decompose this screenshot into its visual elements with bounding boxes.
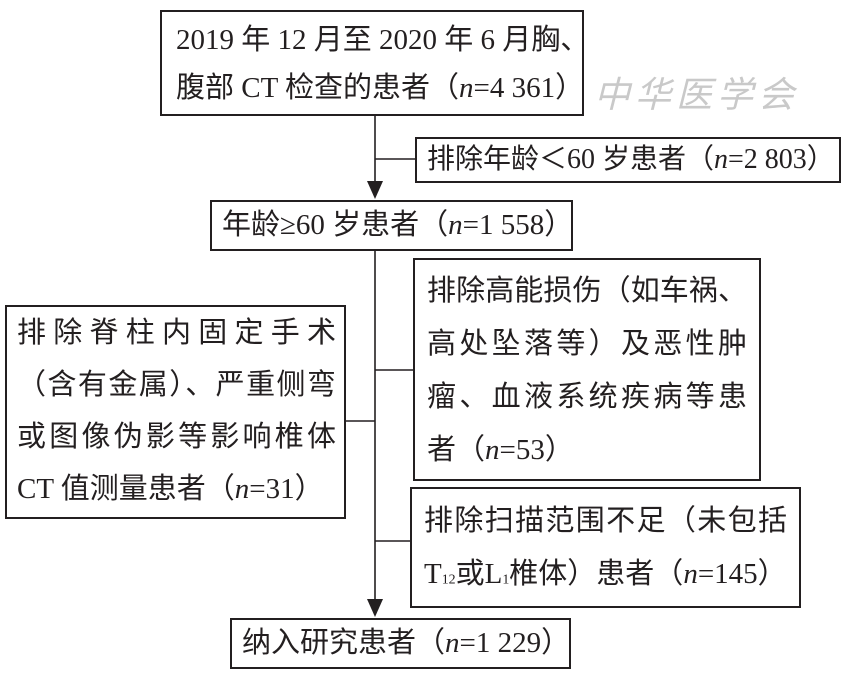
- exclude-fixation-text: CT 值测量患者（: [17, 473, 235, 505]
- exclude-scan-line-1: 排除扫描范围不足（未包括: [424, 505, 787, 537]
- arrow-down-icon: [367, 181, 383, 199]
- start-box-line-1: 2019 年 12 月至 2020 年 6 月胸、: [176, 24, 590, 56]
- vertebra-t-subscript: 12: [441, 572, 456, 588]
- age-60-box: 年龄≥60 岁患者（n=1 558）: [210, 200, 573, 251]
- exclude-trauma-text: 者（: [427, 434, 486, 466]
- sample-size-symbol: n: [485, 434, 500, 466]
- exclude-trauma-count: =53）: [499, 434, 574, 466]
- start-box-count: =4 361）: [473, 72, 585, 104]
- vertebra-t-label: T: [424, 558, 442, 590]
- exclude-trauma-line-2: 高处坠落等）及恶性肿: [427, 328, 747, 360]
- exclude-trauma-line-4: 者（n=53）: [427, 424, 747, 477]
- exclude-fixation-line-3: 或图像伪影等影响椎体: [17, 421, 336, 453]
- arrow-down-icon: [367, 599, 383, 617]
- sample-size-symbol: n: [459, 72, 474, 104]
- included-text: 纳入研究患者（: [242, 627, 446, 659]
- start-box-text: 腹部 CT 检查的患者（: [176, 72, 460, 104]
- exclude-scan-box: 排除扫描范围不足（未包括 T12或L1椎体）患者（n=145）: [410, 487, 801, 608]
- exclude-fixation-line-1: 排除脊柱内固定手术: [17, 317, 336, 349]
- exclude-scan-count: =145）: [697, 558, 787, 590]
- start-box: 2019 年 12 月至 2020 年 6 月胸、 腹部 CT 检查的患者（n=…: [160, 10, 590, 116]
- included-box: 纳入研究患者（n=1 229）: [230, 618, 571, 669]
- exclude-fixation-count: =31）: [249, 473, 324, 505]
- exclude-fixation-line-4: CT 值测量患者（n=31）: [17, 463, 336, 515]
- exclude-fixation-box: 排除脊柱内固定手术 （含有金属）、严重侧弯 或图像伪影等影响椎体 CT 值测量患…: [5, 305, 346, 519]
- included-count: =1 229）: [459, 627, 571, 659]
- exclude-fixation-line-2: （含有金属）、严重侧弯: [17, 369, 336, 401]
- vertebra-l-subscript: 1: [502, 572, 510, 588]
- exclude-scan-line-2: T12或L1椎体）患者（n=145）: [424, 548, 787, 606]
- age-60-text: 年龄≥60 岁患者（: [222, 209, 449, 241]
- sample-size-symbol: n: [234, 473, 250, 505]
- exclude-age-box: 排除年龄＜60 岁患者（n=2 803）: [415, 137, 841, 183]
- sample-size-symbol: n: [445, 627, 460, 659]
- exclude-age-count: =2 803）: [728, 144, 835, 175]
- exclude-scan-text: 椎体）患者（: [509, 558, 684, 590]
- sample-size-symbol: n: [683, 558, 698, 590]
- included-line: 纳入研究患者（n=1 229）: [242, 620, 570, 667]
- start-box-line-2: 腹部 CT 检查的患者（n=4 361）: [176, 64, 584, 112]
- exclude-trauma-box: 排除高能损伤（如车祸、 高处坠落等）及恶性肿 瘤、血液系统疾病等患 者（n=53…: [413, 258, 761, 481]
- age-60-line: 年龄≥60 岁患者（n=1 558）: [222, 202, 573, 249]
- sample-size-symbol: n: [714, 144, 729, 175]
- vertebra-l-label: 或L: [455, 558, 503, 590]
- watermark-text: 中华医学会: [594, 75, 800, 116]
- sample-size-symbol: n: [448, 209, 463, 241]
- exclude-trauma-line-3: 瘤、血液系统疾病等患: [427, 381, 747, 413]
- exclude-age-text: 排除年龄＜60 岁患者（: [427, 144, 715, 175]
- age-60-count: =1 558）: [462, 209, 574, 241]
- exclude-trauma-line-1: 排除高能损伤（如车祸、: [427, 275, 747, 307]
- exclude-age-line: 排除年龄＜60 岁患者（n=2 803）: [427, 139, 835, 181]
